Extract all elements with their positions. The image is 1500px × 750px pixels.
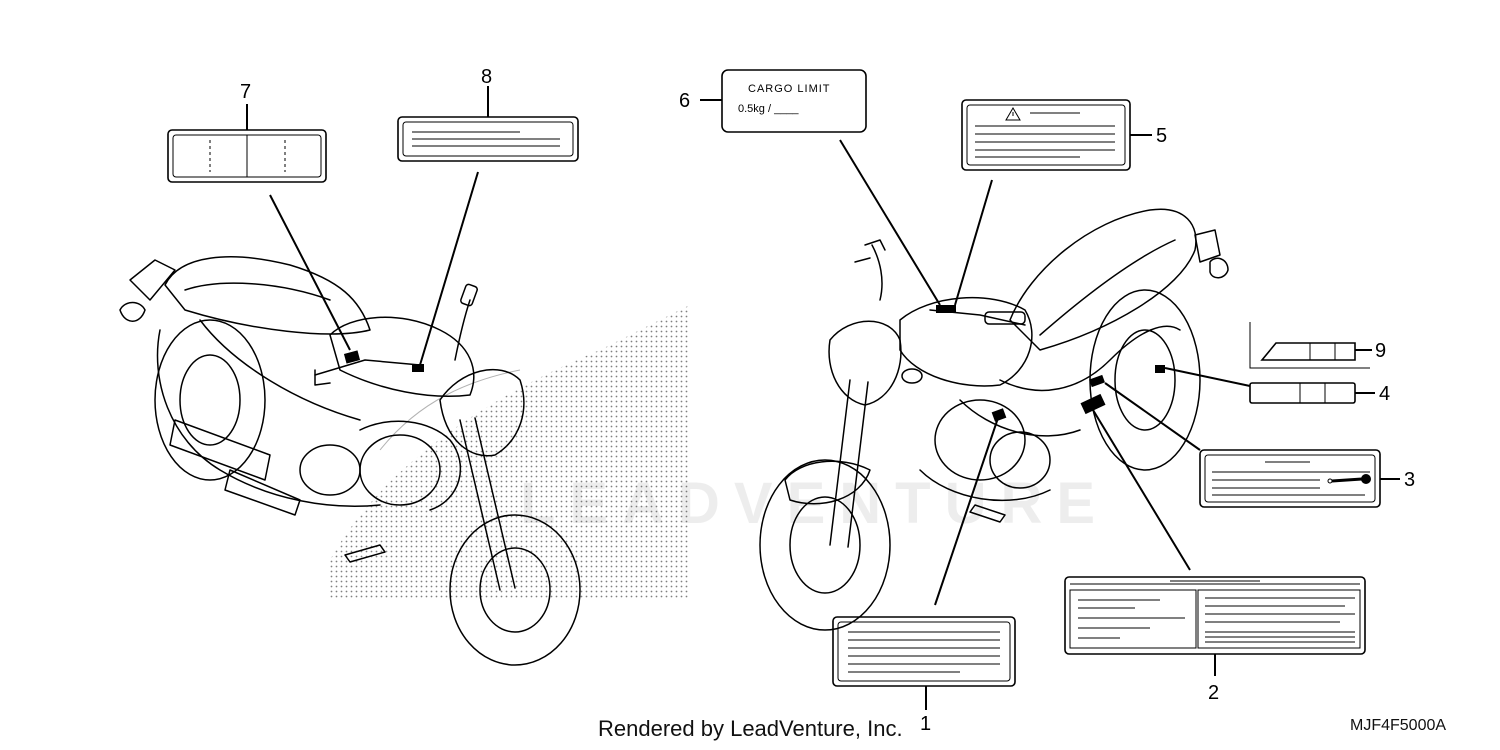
label-4-graphic: [1164, 367, 1375, 404]
callout-3: 3: [1404, 469, 1415, 491]
label-5-graphic: [954, 99, 1152, 306]
warning-triangle-icon: [1005, 107, 1021, 121]
callout-5: 5: [1156, 125, 1167, 147]
callout-6: 6: [679, 90, 690, 112]
wrench-icon: [1327, 474, 1371, 484]
callout-8: 8: [481, 66, 492, 88]
callout-9: 9: [1375, 340, 1386, 362]
callout-7: 7: [240, 81, 251, 103]
callout-2: 2: [1208, 682, 1219, 704]
cargo-limit-value: 0.5kg / ____: [738, 103, 799, 115]
label-7-graphic: [167, 104, 351, 351]
label-9-graphic: [1249, 322, 1372, 369]
right-motorcycle: [759, 208, 1229, 631]
label-8-graphic: [397, 86, 579, 366]
label-2-graphic: [1064, 404, 1366, 676]
left-motorcycle: [119, 256, 690, 666]
label-3-graphic: [1104, 382, 1400, 508]
credit-text: Rendered by LeadVenture, Inc.: [598, 716, 903, 741]
cargo-limit-title: CARGO LIMIT: [748, 83, 831, 95]
callout-1: 1: [920, 713, 931, 735]
label-6-graphic: [700, 69, 941, 306]
diagram-code: MJF4F5000A: [1350, 717, 1447, 734]
callout-4: 4: [1379, 383, 1390, 405]
label-1-graphic: [832, 411, 1016, 710]
